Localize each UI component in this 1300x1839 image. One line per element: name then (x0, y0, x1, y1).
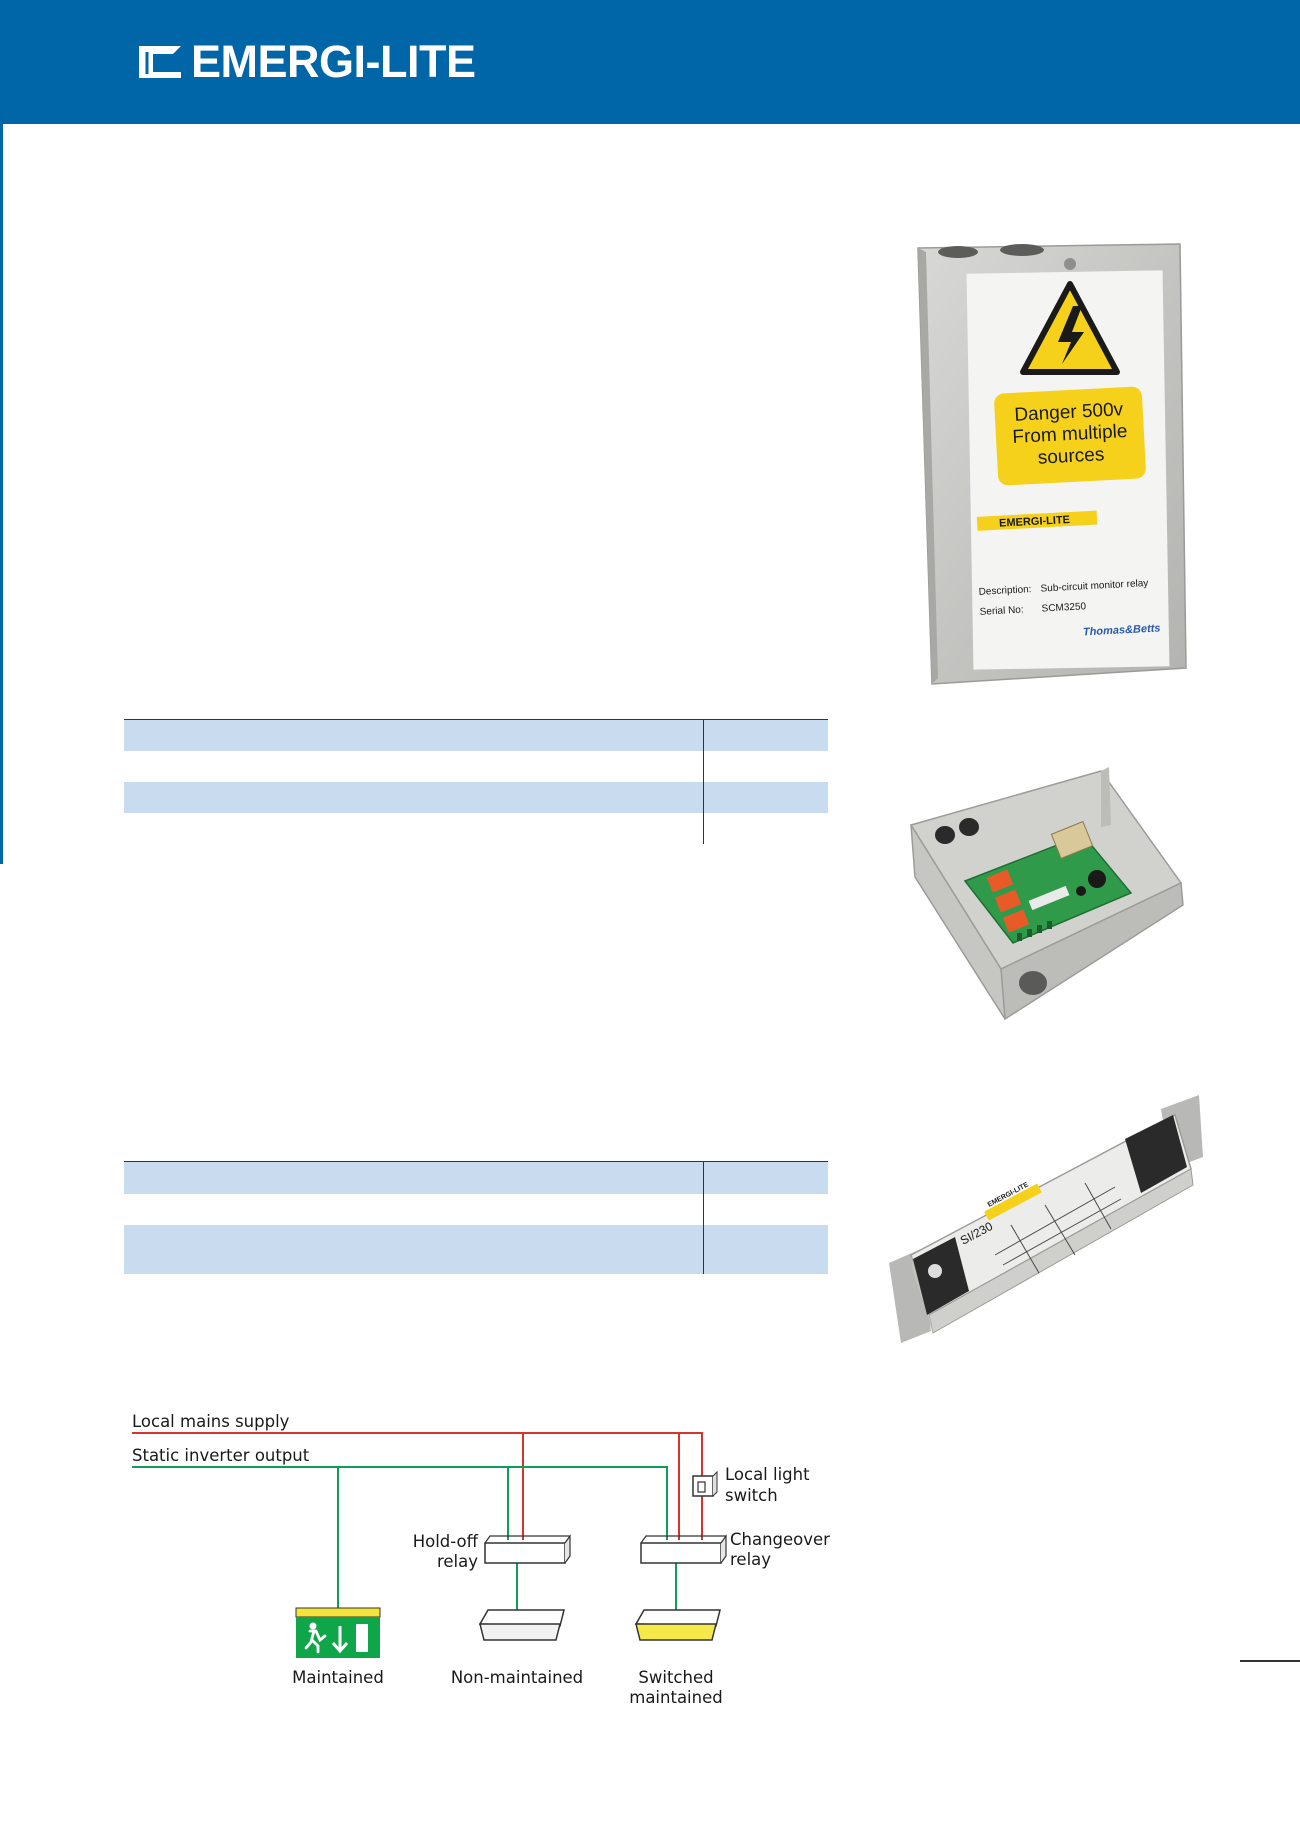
brand-logo: EMERGI-LITE (137, 36, 476, 87)
local-mains-supply-label: Local mains supply (132, 1412, 290, 1431)
switched-maintained-label-2: maintained (629, 1688, 722, 1707)
header-bar: EMERGI-LITE (0, 0, 1300, 124)
brand-name: EMERGI-LITE (191, 36, 476, 87)
page-corner-rule (1240, 1660, 1300, 1662)
mains-supply-wiring (132, 1432, 703, 1540)
maker-name: Thomas&Betts (1083, 622, 1161, 638)
description-label: Description: (978, 584, 1031, 598)
switched-maintained-luminaire-icon (634, 1609, 721, 1641)
table-row (124, 1225, 828, 1274)
switched-maintained-label-1: Switched (638, 1668, 713, 1687)
left-edge-rule (0, 124, 3, 864)
warning-line-3: sources (1037, 444, 1105, 468)
local-light-switch-label-2: switch (725, 1486, 778, 1505)
non-maintained-label: Non-maintained (451, 1668, 583, 1687)
hold-off-relay-label-2: relay (437, 1552, 478, 1571)
non-maintained-luminaire-icon (478, 1609, 565, 1641)
inverter-output-wiring (132, 1466, 677, 1610)
relay-pcb-photo (909, 767, 1184, 1021)
spec-table-1 (124, 719, 828, 844)
hold-off-relay-icon (484, 1534, 571, 1564)
light-switch-icon (692, 1470, 718, 1497)
local-light-switch-label-1: Local light (725, 1465, 810, 1484)
danger-warning-text: Danger 500v From multiple sources (1012, 399, 1128, 469)
table-row (124, 1194, 828, 1225)
static-inverter-photo: SI/230 EMERGI-LITE (889, 1095, 1203, 1343)
static-inverter-output-label: Static inverter output (132, 1446, 310, 1465)
spec-table-2 (124, 1161, 828, 1274)
changeover-relay-icon (640, 1534, 727, 1564)
table-row (124, 751, 828, 782)
serial-label: Serial No: (979, 605, 1023, 618)
label-brand: EMERGI-LITE (999, 514, 1070, 530)
table-row (124, 1162, 828, 1194)
table-row (124, 782, 828, 813)
wiring-diagram: Local mains supply Static inverter outpu… (132, 1412, 830, 1707)
changeover-relay-label-2: relay (730, 1550, 771, 1569)
exit-sign-icon (295, 1607, 381, 1658)
serial-value: SCM3250 (1041, 601, 1086, 614)
maintained-label: Maintained (292, 1668, 384, 1687)
changeover-relay-label-1: Changeover (730, 1530, 830, 1549)
table-row (124, 720, 828, 751)
table-row (124, 813, 828, 844)
hold-off-relay-label-1: Hold-off (413, 1532, 479, 1551)
enclosure-photo: Danger 500v From multiple sources EMERGI… (917, 243, 1187, 685)
emergi-lite-logo-icon (139, 46, 181, 78)
